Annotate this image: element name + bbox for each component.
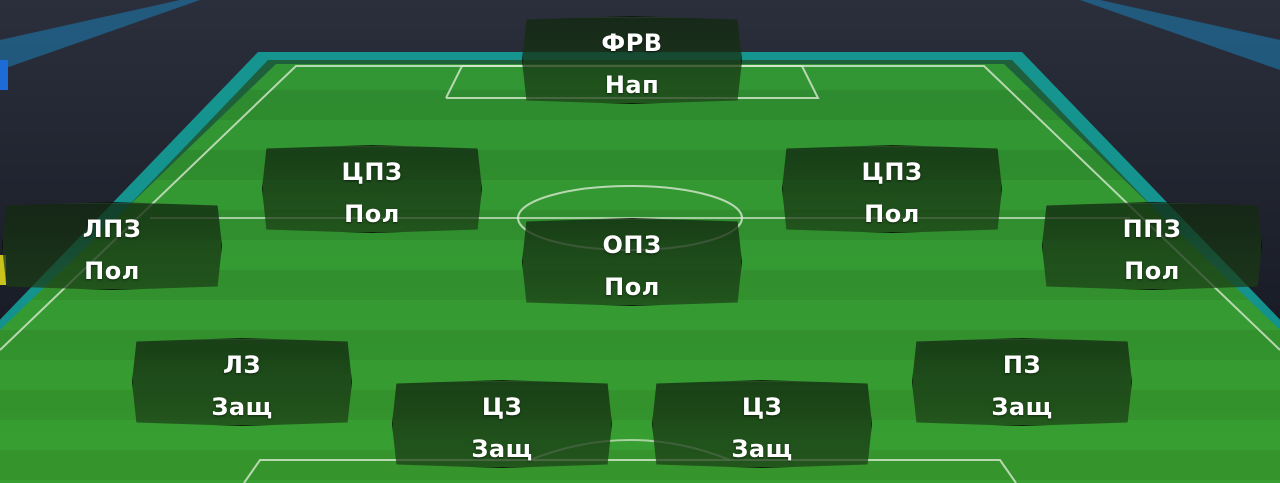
slot-role: Защ xyxy=(211,393,273,421)
slot-position: ЦЗ xyxy=(741,393,783,421)
slot-role: Защ xyxy=(471,435,533,463)
slot-position: ЛПЗ xyxy=(82,215,142,243)
slot-st[interactable]: ФРВ Нап xyxy=(522,16,742,104)
slot-role: Защ xyxy=(991,393,1053,421)
slot-rb[interactable]: ПЗ Защ xyxy=(912,338,1132,426)
slot-cdm[interactable]: ОПЗ Пол xyxy=(522,218,742,306)
slot-position: ЦПЗ xyxy=(861,158,923,186)
slot-lb[interactable]: ЛЗ Защ xyxy=(132,338,352,426)
slot-rm[interactable]: ППЗ Пол xyxy=(1042,202,1262,290)
slot-position: ФРВ xyxy=(601,29,663,57)
slot-role: Пол xyxy=(84,257,140,285)
slot-position: ЦПЗ xyxy=(341,158,403,186)
slot-position: ЛЗ xyxy=(223,351,261,379)
slot-role: Защ xyxy=(731,435,793,463)
slot-role: Пол xyxy=(604,273,660,301)
slot-role: Пол xyxy=(344,200,400,228)
slot-role: Пол xyxy=(1124,257,1180,285)
slot-lcm[interactable]: ЦПЗ Пол xyxy=(262,145,482,233)
slot-role: Нап xyxy=(604,71,660,99)
slot-lm[interactable]: ЛПЗ Пол xyxy=(2,202,222,290)
slot-lcb[interactable]: ЦЗ Защ xyxy=(392,380,612,468)
slot-position: ОПЗ xyxy=(602,231,662,259)
slot-rcb[interactable]: ЦЗ Защ xyxy=(652,380,872,468)
slot-position: ППЗ xyxy=(1122,215,1182,243)
slot-rcm[interactable]: ЦПЗ Пол xyxy=(782,145,1002,233)
slot-role: Пол xyxy=(864,200,920,228)
slot-position: ПЗ xyxy=(1002,351,1042,379)
slot-position: ЦЗ xyxy=(481,393,523,421)
